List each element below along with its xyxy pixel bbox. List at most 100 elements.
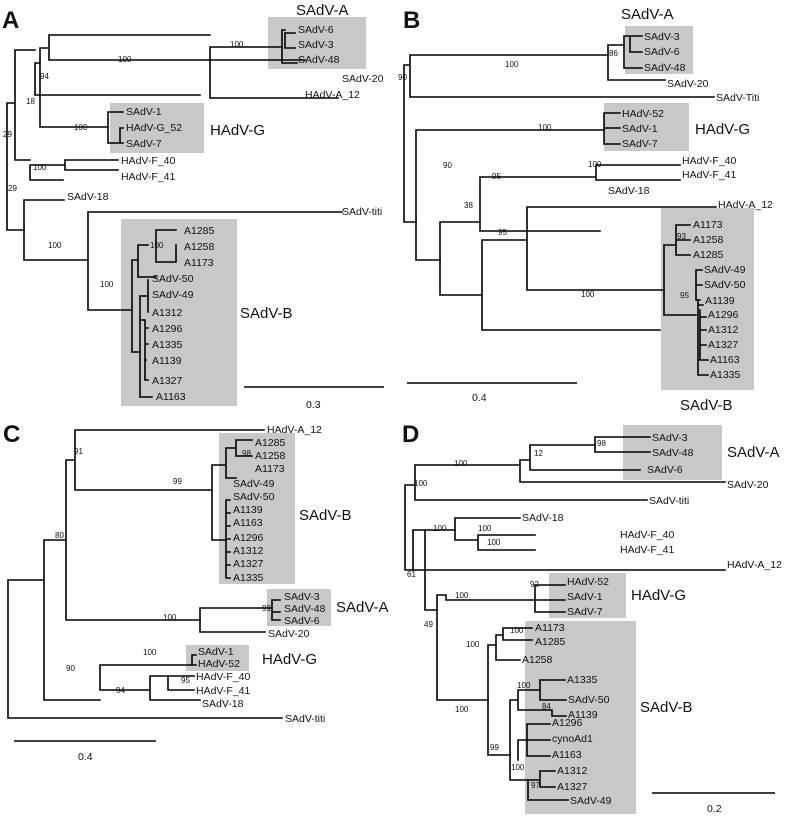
leaf-label: SAdV-3 xyxy=(298,39,334,51)
support-value: 100 xyxy=(33,163,47,172)
tree-branch xyxy=(199,599,281,633)
tree-branch xyxy=(281,29,298,64)
leaf-label: SAdV-6 xyxy=(284,615,320,627)
clade-label: SAdV-A xyxy=(727,444,780,461)
leaf-label: SAdV-50 xyxy=(568,694,610,706)
leaf-label: SAdV-1 xyxy=(622,123,658,135)
leaf-label: SAdV-3 xyxy=(284,591,320,603)
support-value: 95 xyxy=(680,291,689,300)
support-value: 100 xyxy=(538,123,552,132)
leaf-label: A1312 xyxy=(233,545,264,557)
leaf-label: SAdV-48 xyxy=(298,54,340,66)
clade-highlight-box xyxy=(186,645,249,671)
leaf-label: SAdV-titi xyxy=(285,713,325,725)
leaf-label: HAdV-52 xyxy=(198,658,240,670)
leaf-label: A1173 xyxy=(535,622,565,634)
clade-label: SAdV-B xyxy=(640,699,693,716)
support-value: 100 xyxy=(581,290,595,299)
tree-branch xyxy=(7,539,283,719)
leaf-label: A1173 xyxy=(255,463,285,475)
leaf-label: HAdV-F_41 xyxy=(682,169,736,181)
leaf-label: A1258 xyxy=(522,654,553,666)
tree-branch xyxy=(404,459,726,571)
support-value: 90 xyxy=(443,161,452,170)
leaf-label: HAdV-F_40 xyxy=(682,155,736,167)
tree-branch xyxy=(527,770,569,801)
panel-label: C xyxy=(3,421,20,448)
clade-label: SAdV-B xyxy=(299,507,352,524)
tree-branch xyxy=(697,299,709,376)
leaf-label: A1285 xyxy=(184,225,215,237)
leaf-label: A1327 xyxy=(557,781,588,793)
support-value: 100 xyxy=(487,538,501,547)
leaf-label: SAdV-48 xyxy=(284,603,326,615)
leaf-label: A1296 xyxy=(152,323,183,335)
leaf-label: A1335 xyxy=(710,369,741,381)
support-value: 100 xyxy=(517,681,531,690)
leaf-label: A1258 xyxy=(693,234,724,246)
support-value: 100 xyxy=(74,123,88,132)
support-value: 100 xyxy=(150,241,164,250)
clade-label: SAdV-B xyxy=(240,305,293,322)
support-value: 61 xyxy=(407,570,416,579)
leaf-label: A1335 xyxy=(233,572,264,584)
support-value: 100 xyxy=(588,160,602,169)
panel-b: B SAdV-A HAdV-G SAdV-B SAdV-3 SAdV-6 SAd… xyxy=(398,6,773,414)
leaf-label: A1335 xyxy=(567,674,598,686)
leaf-label: HAdV-F_40 xyxy=(620,529,674,541)
support-value: 90 xyxy=(398,73,407,82)
leaf-label: A1173 xyxy=(184,257,214,269)
support-value: 100 xyxy=(118,55,132,64)
support-value: 12 xyxy=(534,449,543,458)
leaf-label: SAdV-1 xyxy=(567,591,603,603)
tree-branch xyxy=(225,499,231,579)
leaf-label: HAdV-52 xyxy=(567,576,609,588)
leaf-label: SAdV-18 xyxy=(202,698,244,710)
leaf-label: SAdV-1 xyxy=(126,106,162,118)
support-value: 100 xyxy=(48,241,62,250)
tree-branch xyxy=(623,35,643,69)
tree-branch xyxy=(487,627,533,756)
clade-label: SAdV-A xyxy=(296,2,349,19)
tree-branch xyxy=(439,164,681,296)
tree-branch xyxy=(155,229,177,263)
leaf-label: SAdV-20 xyxy=(268,628,310,640)
leaf-label: SAdV-7 xyxy=(622,138,658,150)
tree-branch xyxy=(23,199,343,311)
leaf-label: SAdV-49 xyxy=(233,478,275,490)
leaf-label: HAdV-A_12 xyxy=(718,199,773,211)
leaf-label: A1312 xyxy=(708,324,739,336)
panel-label: B xyxy=(403,7,420,34)
leaf-label: SAdV-3 xyxy=(652,432,688,444)
leaf-label: HAdV-F_40 xyxy=(121,155,175,167)
support-value: 38 xyxy=(464,201,473,210)
support-value: 18 xyxy=(26,97,35,106)
leaf-label: SAdV-20 xyxy=(342,73,384,85)
support-value: 100 xyxy=(455,591,469,600)
leaf-label: SAdV-49 xyxy=(152,289,194,301)
leaf-label: SAdV-Titi xyxy=(716,92,759,104)
support-value: 100 xyxy=(505,60,519,69)
support-value: 93 xyxy=(677,232,686,241)
leaf-label: HAdV-A_12 xyxy=(267,424,322,436)
leaf-label: SAdV-7 xyxy=(567,606,603,618)
tree-branch xyxy=(454,517,536,551)
support-value: 100 xyxy=(163,613,177,622)
leaf-label: SAdV-6 xyxy=(644,46,680,58)
support-value: 100 xyxy=(230,40,244,49)
leaf-label: SAdV-3 xyxy=(644,31,680,43)
scale-bar-label: 0.3 xyxy=(306,399,321,411)
clade-highlight-box xyxy=(110,103,204,153)
scale-bar-label: 0.4 xyxy=(78,751,93,763)
support-value: 94 xyxy=(116,686,125,695)
tree-branch xyxy=(509,679,567,781)
leaf-label: A1139 xyxy=(705,295,735,307)
support-value: 100 xyxy=(433,524,447,533)
leaf-label: A1285 xyxy=(693,249,724,261)
leaf-label: A1296 xyxy=(708,309,739,321)
support-value: 95 xyxy=(498,228,507,237)
leaf-label: A1327 xyxy=(233,558,264,570)
support-value: 100 xyxy=(511,763,525,772)
support-value: 91 xyxy=(74,447,83,456)
